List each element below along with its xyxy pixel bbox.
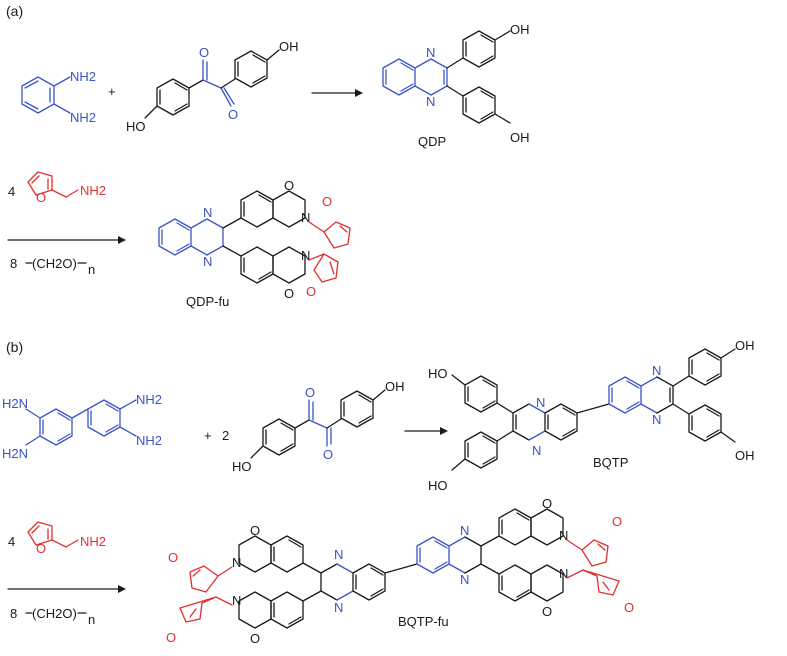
svg-text:N: N	[334, 600, 343, 615]
svg-text:H2N: H2N	[2, 446, 28, 461]
svg-text:N: N	[460, 523, 469, 538]
svg-text:HO: HO	[126, 119, 146, 134]
svg-text:OH: OH	[385, 379, 405, 394]
svg-text:N: N	[652, 412, 661, 427]
diaminobenzidine: NH2 NH2 H2N H2N	[2, 392, 162, 461]
svg-text:O: O	[284, 178, 294, 193]
svg-text:O: O	[542, 496, 552, 511]
panel-a-label: (a)	[6, 3, 23, 19]
svg-text:N: N	[426, 45, 435, 60]
svg-text:n: n	[88, 262, 95, 277]
svg-text:OH: OH	[735, 338, 755, 353]
svg-text:H2N: H2N	[2, 396, 28, 411]
svg-text:O: O	[166, 630, 176, 645]
svg-text:NH2: NH2	[136, 433, 162, 448]
svg-text:HO: HO	[232, 459, 252, 474]
svg-text:O: O	[36, 541, 46, 556]
qdp-fu-label: QDP-fu	[186, 294, 229, 309]
svg-text:HO: HO	[428, 478, 448, 493]
svg-text:4: 4	[8, 184, 15, 199]
svg-text:NH2: NH2	[136, 392, 162, 407]
panel-b-label: (b)	[6, 339, 23, 355]
svg-text:NH2: NH2	[80, 534, 106, 549]
svg-text:O: O	[612, 514, 622, 529]
dihydroxybenzil-a: HO O O OH	[126, 39, 299, 134]
svg-text:N: N	[203, 254, 212, 269]
svg-text:O: O	[542, 604, 552, 619]
svg-text:OH: OH	[510, 22, 530, 37]
svg-text:N: N	[559, 528, 568, 543]
svg-text:n: n	[88, 612, 95, 627]
svg-text:O: O	[36, 190, 46, 205]
svg-text:N: N	[334, 547, 343, 562]
svg-text:(CH2O): (CH2O)	[32, 256, 77, 271]
svg-text:OH: OH	[510, 130, 530, 145]
svg-text:OH: OH	[279, 39, 299, 54]
nh2-label-top: NH2	[70, 69, 96, 84]
svg-text:N: N	[559, 566, 568, 581]
svg-text:8: 8	[10, 256, 17, 271]
svg-text:NH2: NH2	[80, 183, 106, 198]
plus-sign-b: +	[204, 428, 212, 443]
qdp-label: QDP	[418, 134, 446, 149]
svg-text:N: N	[203, 205, 212, 220]
reaction-arrow-b1	[404, 427, 448, 435]
o-phenylenediamine: NH2 NH2	[21, 69, 96, 125]
svg-text:N: N	[426, 94, 435, 109]
svg-text:O: O	[322, 194, 332, 209]
reagents-b2: 4 O NH2 8 (CH2O) n	[7, 521, 126, 627]
bqtp-fu-structure: N N O N O N O O	[166, 496, 634, 646]
bqtp-label: BQTP	[593, 455, 628, 470]
svg-text:O: O	[306, 284, 316, 299]
svg-text:O: O	[168, 550, 178, 565]
svg-text:N: N	[301, 210, 310, 225]
plus-sign-a: +	[108, 84, 116, 99]
svg-text:N: N	[460, 572, 469, 587]
svg-text:O: O	[250, 523, 260, 538]
svg-text:O: O	[199, 45, 209, 60]
svg-text:O: O	[624, 600, 634, 615]
svg-text:8: 8	[10, 606, 17, 621]
svg-text:N: N	[301, 248, 310, 263]
bqtp-structure: N N HO HO N N	[428, 338, 755, 493]
svg-text:HO: HO	[428, 366, 448, 381]
svg-text:(CH2O): (CH2O)	[32, 606, 77, 621]
svg-text:O: O	[284, 286, 294, 301]
bqtp-fu-label: BQTP-fu	[398, 614, 449, 629]
svg-text:4: 4	[8, 534, 15, 549]
svg-text:O: O	[323, 447, 333, 462]
svg-text:N: N	[536, 395, 545, 410]
coefficient-b: 2	[222, 428, 229, 443]
svg-text:N: N	[232, 593, 241, 608]
dihydroxybenzil-b: HO O O OH	[232, 379, 405, 474]
svg-text:N: N	[652, 363, 661, 378]
nh2-label-bottom: NH2	[70, 110, 96, 125]
svg-text:O: O	[250, 631, 260, 646]
reagents-a2: 4 O NH2 8 (CH2O) n	[7, 171, 126, 277]
svg-text:OH: OH	[735, 448, 755, 463]
qdp-structure: N N OH OH QDP	[382, 22, 530, 149]
reaction-arrow-a1	[311, 89, 363, 97]
svg-text:N: N	[232, 555, 241, 570]
svg-text:O: O	[305, 385, 315, 400]
svg-text:O: O	[228, 107, 238, 122]
qdp-fu-structure: N N O N O N O O QDP-fu	[158, 178, 351, 309]
svg-text:N: N	[532, 443, 541, 458]
